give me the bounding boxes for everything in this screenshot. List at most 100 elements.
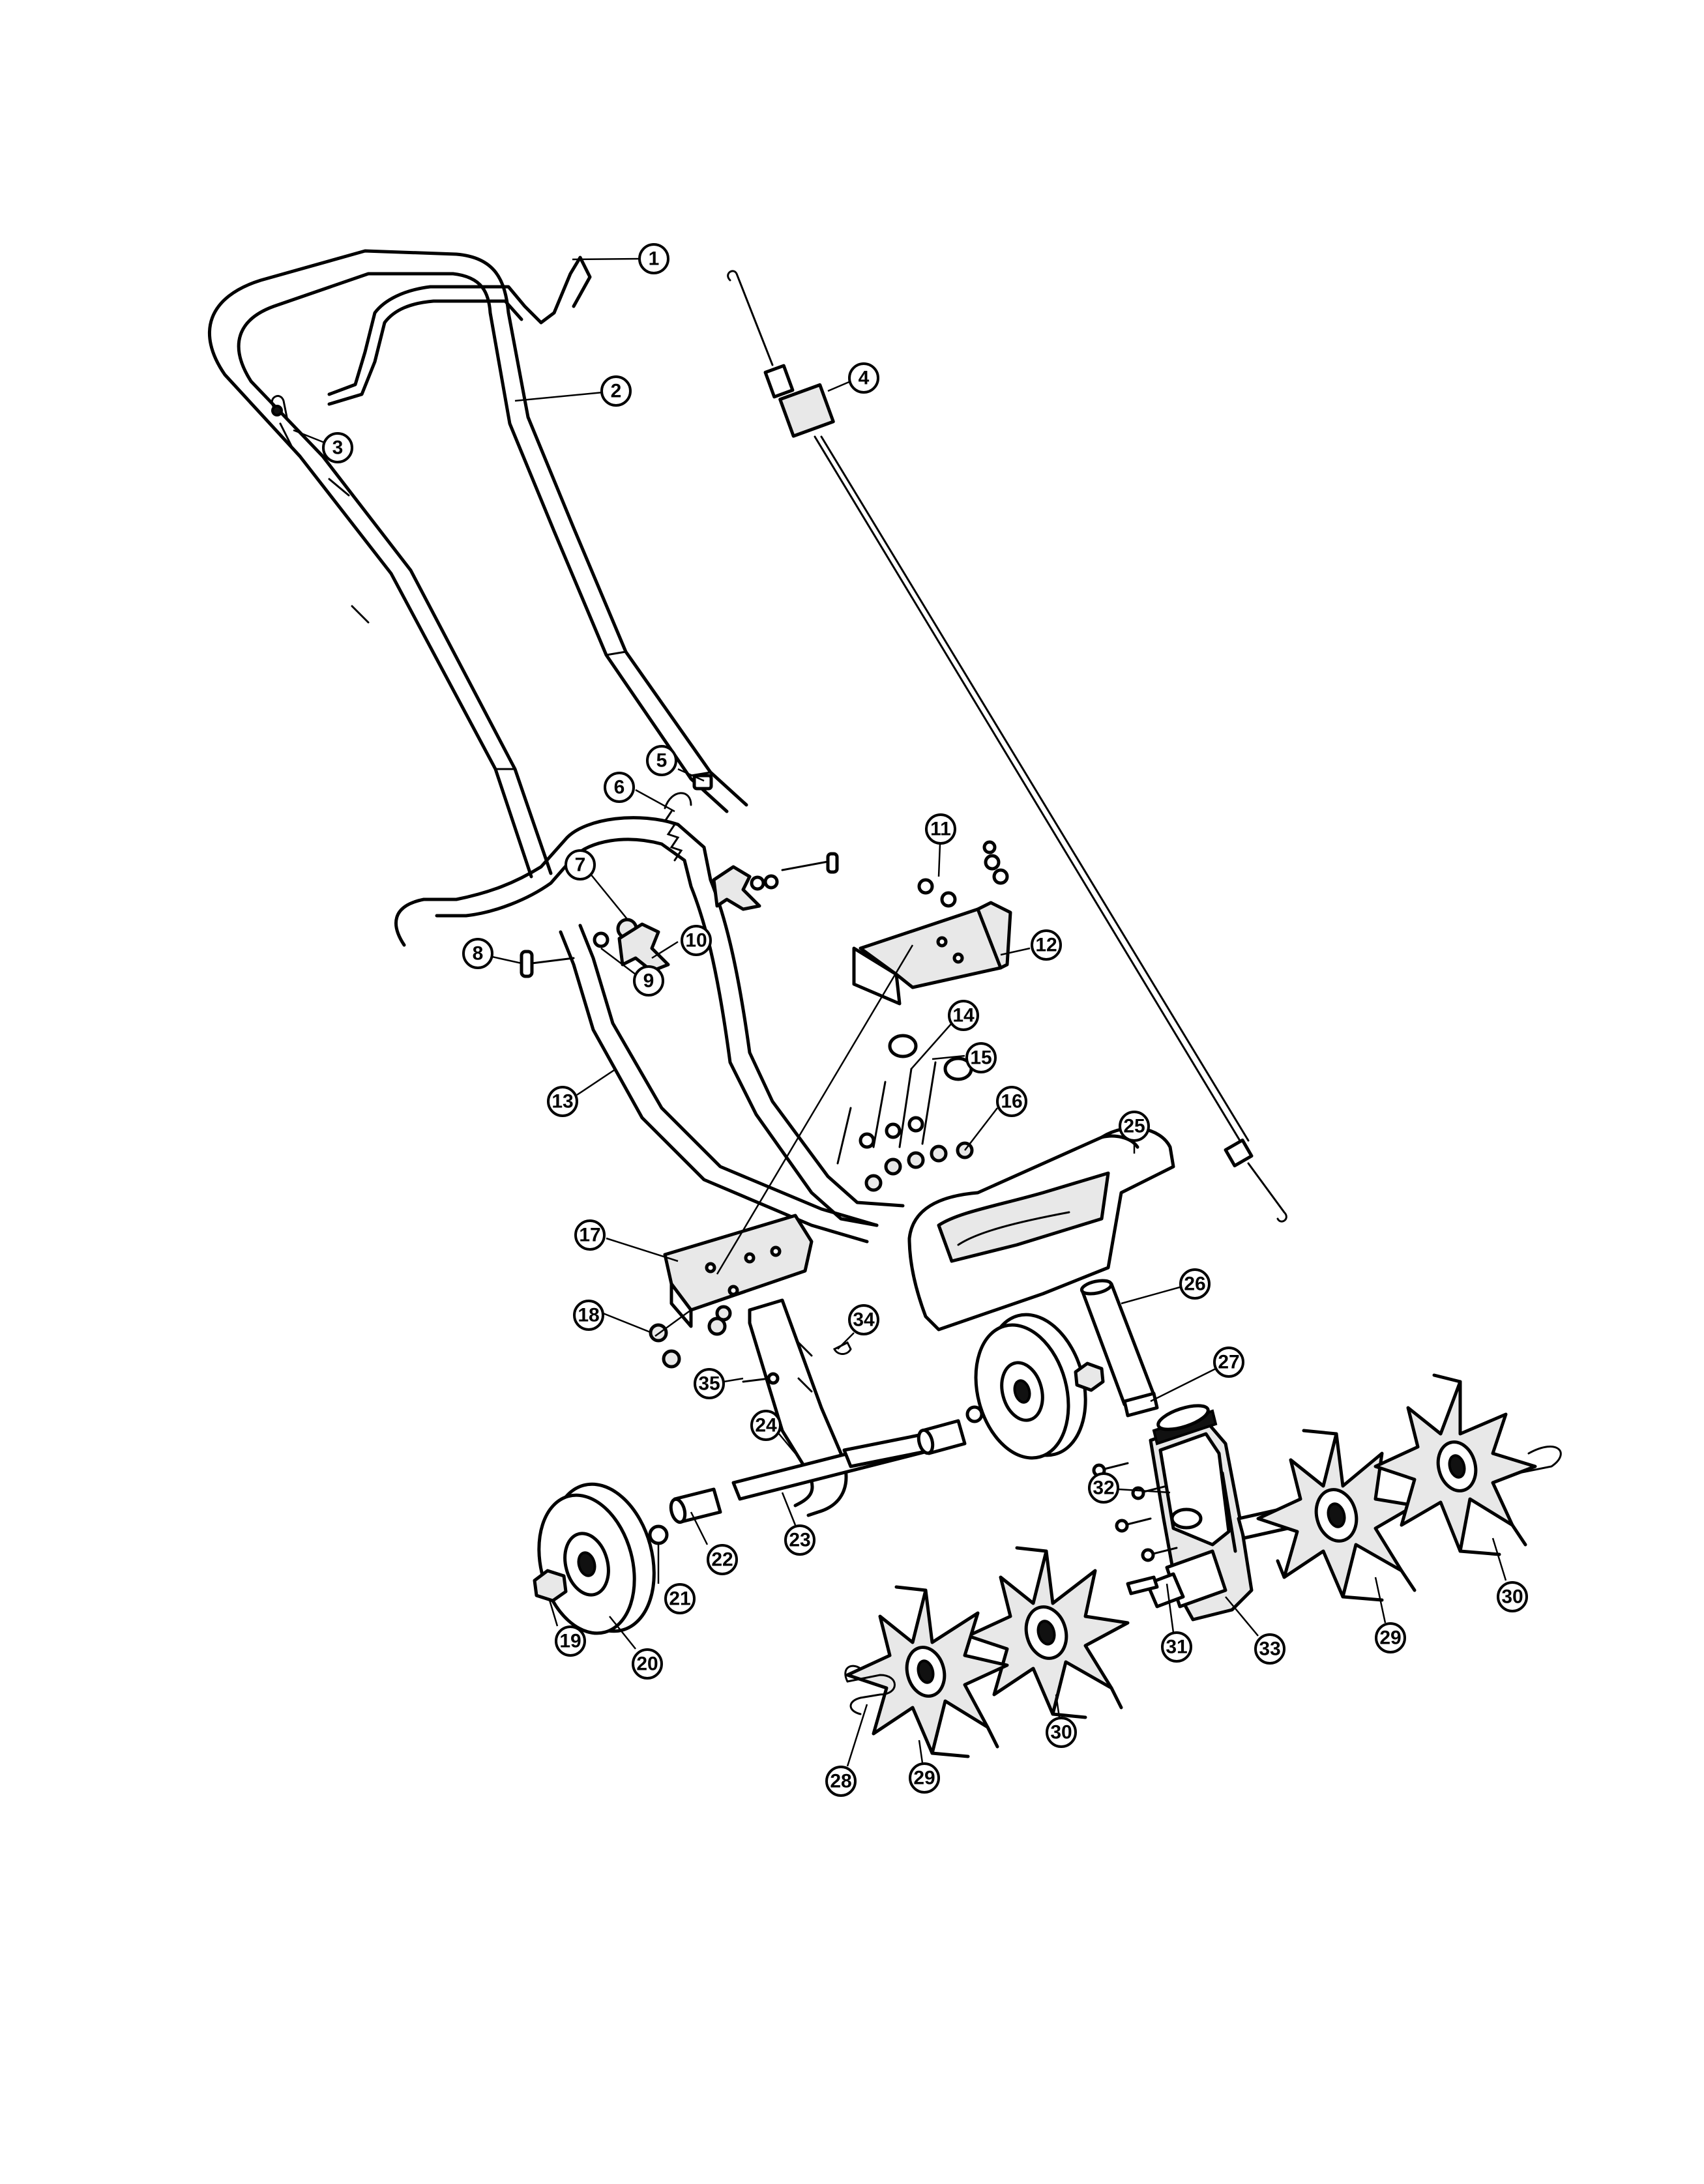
- svg-text:8: 8: [473, 943, 484, 965]
- svg-text:2: 2: [611, 381, 622, 402]
- callout-29b: 29: [1375, 1622, 1406, 1653]
- callout-28: 28: [825, 1766, 857, 1797]
- callout-35: 35: [694, 1368, 725, 1399]
- callout-31: 31: [1161, 1631, 1192, 1663]
- wheel-nut-left: [533, 1569, 568, 1603]
- callout-23: 23: [784, 1524, 815, 1556]
- svg-text:17: 17: [579, 1225, 600, 1246]
- callout-4: 4: [848, 362, 879, 394]
- wheel-right: [974, 1313, 1087, 1460]
- svg-text:19: 19: [559, 1631, 581, 1652]
- debris-shield: [907, 1126, 1175, 1332]
- wheel-frame: [748, 1298, 848, 1517]
- callout-8: 8: [462, 938, 493, 969]
- transmission-tube: [1080, 1279, 1159, 1418]
- svg-text:24: 24: [755, 1415, 777, 1436]
- svg-text:29: 29: [1379, 1627, 1401, 1649]
- transmission-screws: [1092, 1462, 1178, 1562]
- callout-12: 12: [1031, 929, 1062, 961]
- svg-text:26: 26: [1184, 1274, 1205, 1295]
- callout-10: 10: [681, 925, 712, 956]
- callout-30a: 30: [1046, 1717, 1077, 1748]
- callout-25: 25: [1119, 1111, 1150, 1142]
- shaft-key: [1126, 1575, 1159, 1595]
- svg-text:14: 14: [952, 1005, 975, 1026]
- svg-text:12: 12: [1035, 935, 1057, 956]
- lower-handle: [394, 816, 905, 1244]
- svg-text:35: 35: [698, 1373, 720, 1395]
- callout-16: 16: [996, 1086, 1027, 1117]
- handle-bracket-upper: [852, 901, 1012, 1006]
- spring-clip: [271, 395, 295, 451]
- wheel-washer-left: [648, 1524, 669, 1545]
- callout-2: 2: [600, 375, 632, 407]
- svg-text:16: 16: [1001, 1091, 1022, 1113]
- svg-text:3: 3: [332, 437, 344, 459]
- svg-text:34: 34: [853, 1309, 875, 1331]
- upper-handle: [207, 249, 748, 879]
- svg-text:11: 11: [930, 819, 951, 840]
- callout-32: 32: [1088, 1472, 1119, 1504]
- transmission: [1145, 1404, 1304, 1622]
- callout-18: 18: [573, 1300, 604, 1331]
- tine-left-outer: [845, 1585, 1009, 1758]
- svg-text:21: 21: [669, 1588, 690, 1610]
- svg-text:31: 31: [1166, 1637, 1187, 1658]
- callout-27: 27: [1213, 1347, 1244, 1378]
- svg-text:30: 30: [1501, 1586, 1523, 1608]
- svg-text:28: 28: [830, 1771, 851, 1792]
- svg-text:9: 9: [643, 970, 654, 992]
- handle-hardware: [520, 774, 839, 978]
- callout-7: 7: [565, 849, 596, 881]
- svg-text:15: 15: [970, 1047, 992, 1069]
- callout-14: 14: [948, 1000, 979, 1031]
- wheel-nut-right: [1074, 1361, 1105, 1392]
- svg-text:22: 22: [711, 1549, 733, 1571]
- svg-text:5: 5: [656, 750, 668, 772]
- svg-text:23: 23: [789, 1530, 810, 1551]
- callout-11: 11: [925, 813, 956, 845]
- svg-text:33: 33: [1259, 1638, 1280, 1660]
- axle-spacers: [669, 1419, 967, 1524]
- svg-text:32: 32: [1093, 1478, 1114, 1499]
- svg-text:18: 18: [578, 1305, 599, 1326]
- callout-5: 5: [646, 745, 677, 776]
- svg-text:20: 20: [636, 1653, 658, 1675]
- callout-9: 9: [633, 965, 664, 997]
- small-bolts: [917, 840, 1009, 908]
- callout-1: 1: [638, 243, 669, 274]
- callout-3: 3: [322, 432, 353, 463]
- callout-19: 19: [555, 1625, 586, 1657]
- svg-text:4: 4: [859, 368, 870, 389]
- svg-text:25: 25: [1123, 1116, 1145, 1137]
- callout-34: 34: [848, 1304, 879, 1335]
- frame-pins: [742, 1341, 852, 1385]
- callout-26: 26: [1179, 1268, 1211, 1300]
- axle: [731, 1432, 934, 1501]
- tine-right-inner: [1256, 1429, 1417, 1602]
- mount-bolts: [836, 1034, 974, 1192]
- wheel-left: [537, 1482, 656, 1635]
- callout-30b: 30: [1497, 1581, 1528, 1612]
- tine-right-outer: [1373, 1373, 1562, 1556]
- callout-15: 15: [965, 1042, 997, 1073]
- callout-22: 22: [707, 1544, 738, 1575]
- wheel-washer-right: [965, 1405, 984, 1423]
- svg-text:10: 10: [685, 930, 707, 952]
- callout-29a: 29: [909, 1762, 940, 1794]
- callout-21: 21: [664, 1583, 696, 1614]
- svg-text:29: 29: [913, 1768, 935, 1789]
- callout-20: 20: [632, 1648, 663, 1680]
- svg-text:13: 13: [551, 1091, 573, 1113]
- callout-24: 24: [750, 1410, 782, 1441]
- control-cable: [727, 270, 1287, 1223]
- tine-left-inner: [966, 1546, 1130, 1719]
- callout-13: 13: [547, 1086, 578, 1117]
- handle-bracket-lower: [663, 1214, 814, 1328]
- svg-text:30: 30: [1050, 1722, 1072, 1743]
- svg-text:27: 27: [1218, 1352, 1239, 1373]
- leader-lines: [293, 257, 1507, 1767]
- svg-text:1: 1: [649, 248, 660, 270]
- svg-text:7: 7: [575, 854, 586, 876]
